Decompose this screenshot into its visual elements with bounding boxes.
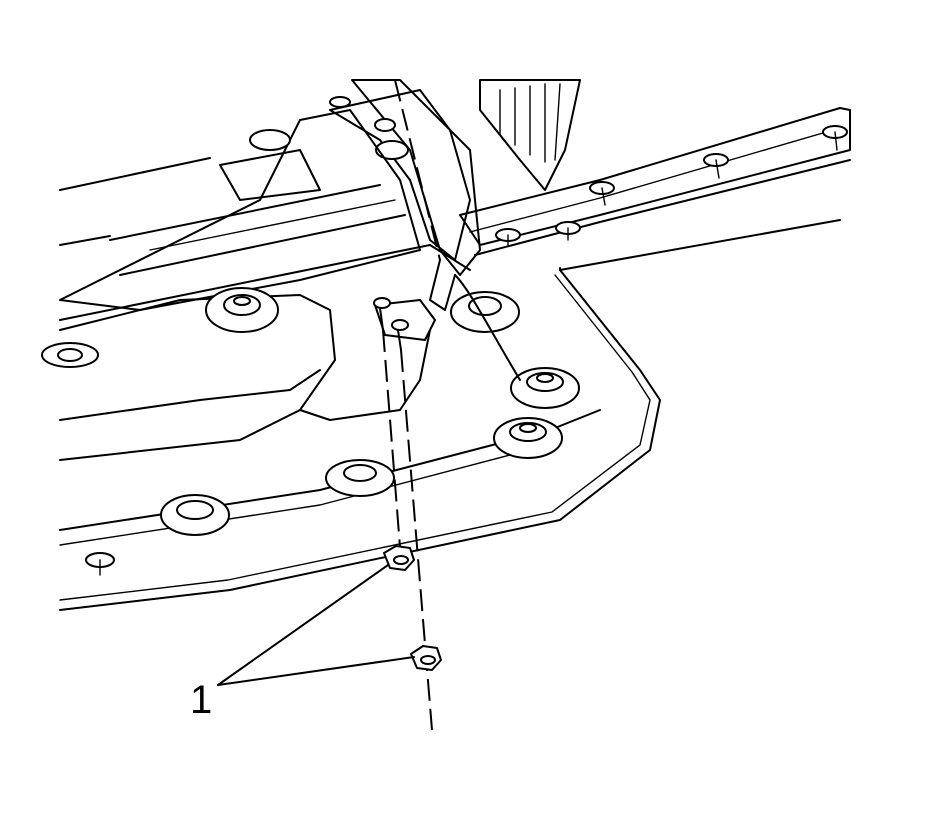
fastener bbox=[325, 459, 395, 497]
pillar-bracket bbox=[329, 79, 581, 276]
leader-lines bbox=[217, 564, 415, 686]
floor-fasteners bbox=[85, 96, 848, 576]
weld-stud bbox=[589, 181, 615, 206]
weld-stud bbox=[85, 552, 115, 576]
side-rail bbox=[459, 107, 851, 256]
center-lines bbox=[382, 79, 441, 731]
callout-label: 1 bbox=[190, 678, 212, 722]
weld-stud bbox=[703, 153, 729, 179]
nut bbox=[410, 645, 442, 671]
fastener bbox=[160, 494, 230, 536]
fastener bbox=[493, 417, 563, 459]
fastener bbox=[205, 287, 279, 333]
reinforcement-pad bbox=[41, 294, 431, 461]
fastener bbox=[450, 291, 520, 333]
weld-stud bbox=[495, 228, 521, 246]
weld-stud bbox=[555, 221, 581, 241]
cable-bracket bbox=[373, 259, 521, 381]
weld-stud bbox=[329, 96, 351, 108]
nut bbox=[383, 545, 415, 571]
crossmember bbox=[59, 109, 471, 321]
fastener bbox=[510, 367, 580, 409]
weld-stud bbox=[822, 125, 848, 151]
